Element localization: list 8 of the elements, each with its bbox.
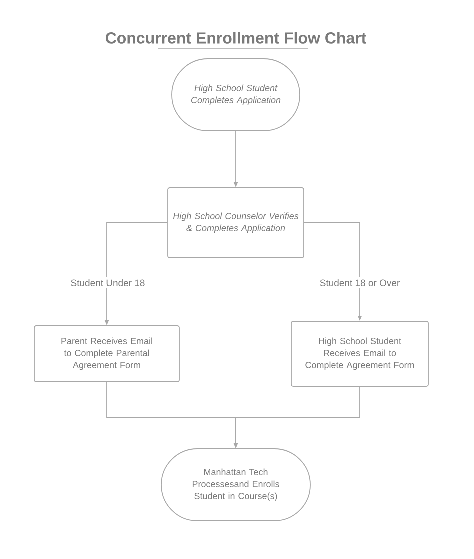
edge-label: Student Under 18 bbox=[68, 278, 148, 288]
terminal-stadium: Manhattan Tech Processesand Enrolls Student in Course(s) bbox=[161, 448, 311, 522]
edge-label: Student 18 or Over bbox=[318, 278, 402, 288]
process-box: High School Counselor Verifies & Completes Application bbox=[168, 188, 304, 258]
terminal-stadium: High School Student Completes Application bbox=[172, 58, 300, 132]
process-box: High School Student Receives Email to Complete Agreement Form bbox=[291, 321, 429, 387]
title: Concurrent Enrollment Flow Chart bbox=[106, 32, 366, 44]
process-box: Parent Receives Email to Complete Parental Agreement Form bbox=[34, 326, 180, 382]
